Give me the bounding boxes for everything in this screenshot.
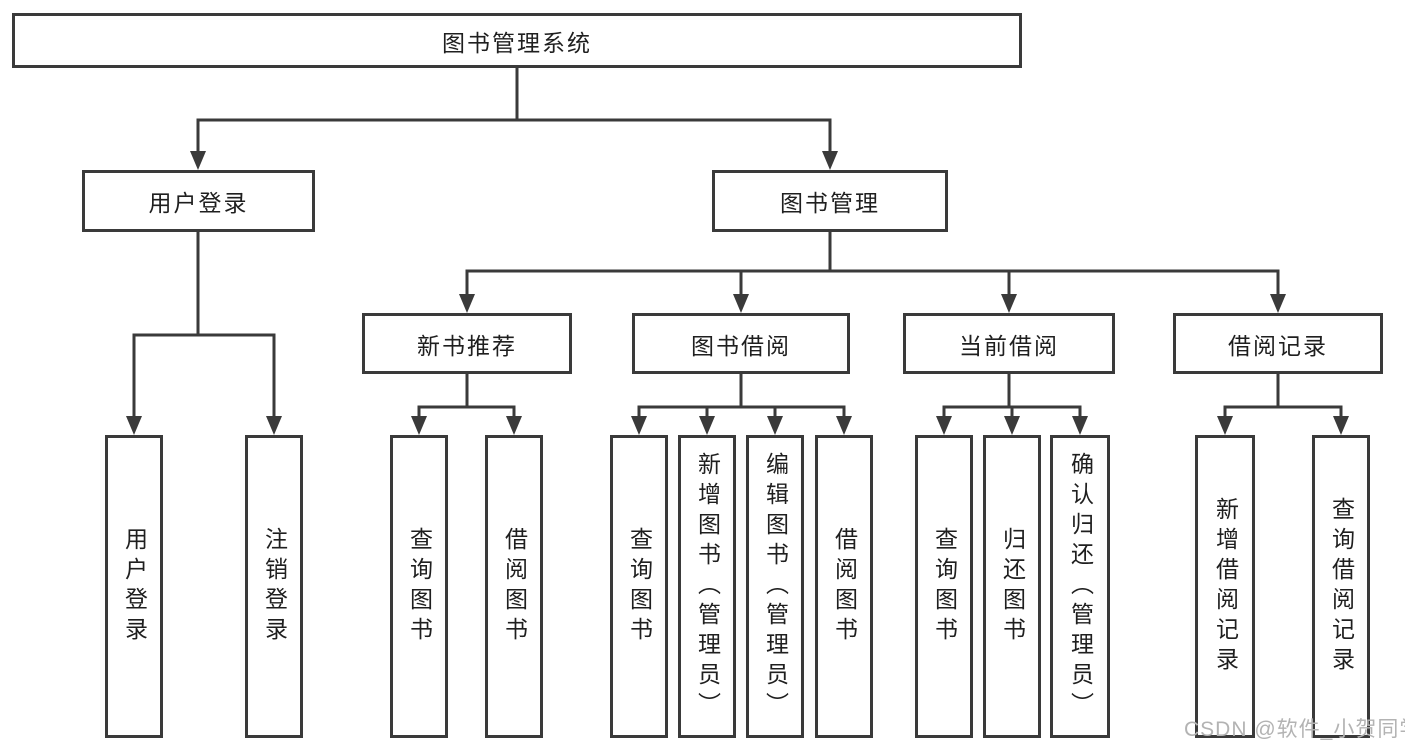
csdn-watermark: CSDN @软件_小贺同学	[1184, 718, 1405, 741]
node-root-library-management-system: 图书管理系统	[12, 13, 1022, 68]
node-user-login: 用户登录	[82, 170, 315, 232]
leaf-borrow-query-books: 查询图书	[610, 435, 668, 738]
leaf-borrow-add-books-admin: 新增图书（管理员）	[678, 435, 736, 738]
leaf-borrow-borrow-books: 借阅图书	[815, 435, 873, 738]
leaf-record-query-borrow-record: 查询借阅记录	[1312, 435, 1370, 738]
node-borrow-records: 借阅记录	[1173, 313, 1383, 374]
leaf-current-query-books: 查询图书	[915, 435, 973, 738]
leaf-current-return-books: 归还图书	[983, 435, 1041, 738]
node-book-borrow: 图书借阅	[632, 313, 850, 374]
leaf-borrow-edit-books-admin: 编辑图书（管理员）	[746, 435, 804, 738]
leaf-newbook-borrow-books: 借阅图书	[485, 435, 543, 738]
leaf-user-login: 用户登录	[105, 435, 163, 738]
connector-paths	[132, 68, 1343, 418]
leaf-logout: 注销登录	[245, 435, 303, 738]
leaf-current-confirm-return-admin: 确认归还（管理员）	[1050, 435, 1110, 738]
node-book-management: 图书管理	[712, 170, 948, 232]
arrowheads	[126, 151, 1349, 435]
leaf-record-add-borrow-record: 新增借阅记录	[1195, 435, 1255, 738]
node-current-borrow: 当前借阅	[903, 313, 1115, 374]
node-new-book-recommend: 新书推荐	[362, 313, 572, 374]
leaf-newbook-query-books: 查询图书	[390, 435, 448, 738]
